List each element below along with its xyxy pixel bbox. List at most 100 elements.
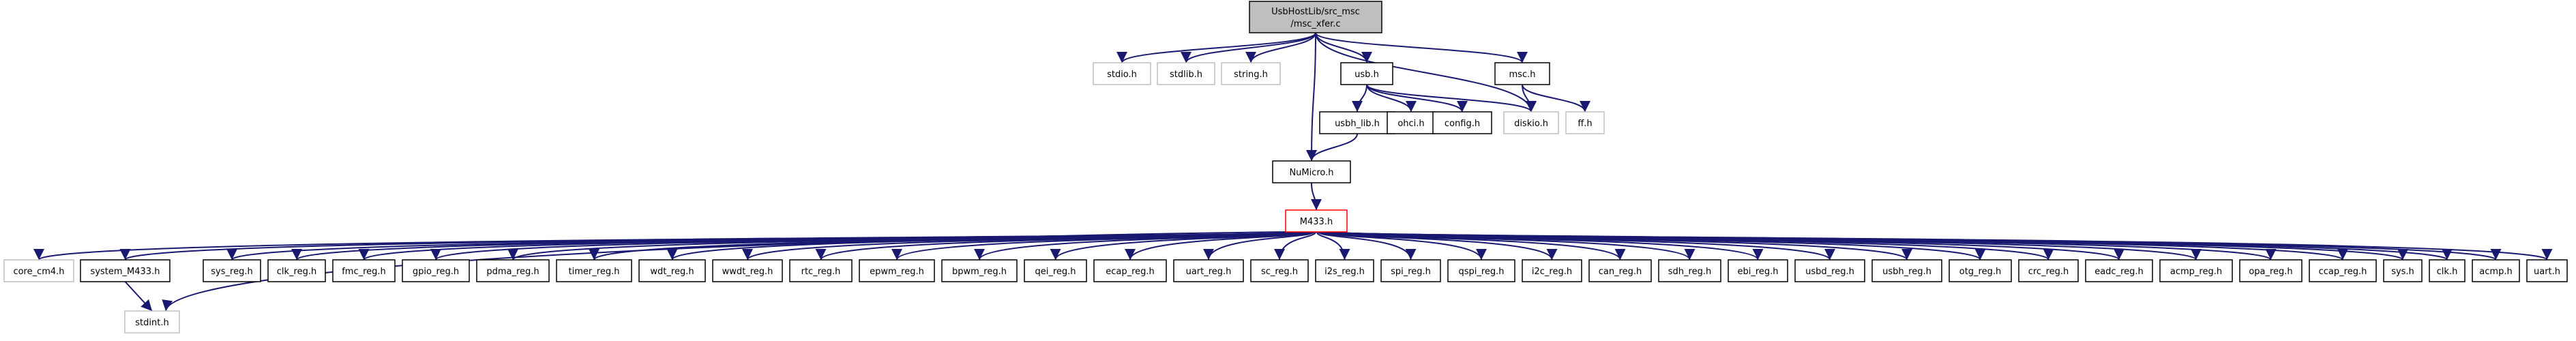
- node-usbh-reg[interactable]: usbh_reg.h: [1871, 259, 1942, 282]
- node-label: usbd_reg.h: [1805, 267, 1854, 277]
- edge-m433-to-uart_reg: [1203, 231, 1315, 261]
- node-label: ccap_reg.h: [2319, 267, 2367, 277]
- node-label: acmp.h: [2479, 267, 2512, 277]
- node-msc[interactable]: msc.h: [1494, 62, 1550, 85]
- edge-root-to-msc: [1315, 32, 1528, 63]
- node-crc-reg[interactable]: crc_reg.h: [2018, 259, 2079, 282]
- node-usbd-reg[interactable]: usbd_reg.h: [1794, 259, 1865, 282]
- node-can-reg[interactable]: can_reg.h: [1588, 259, 1652, 282]
- node-label: stdio.h: [1107, 70, 1137, 80]
- node-label: ebi_reg.h: [1737, 267, 1778, 277]
- node-m433[interactable]: M433.h: [1285, 209, 1348, 233]
- node-label: rtc_reg.h: [801, 267, 841, 277]
- node-label: clk.h: [2437, 267, 2458, 277]
- node-clk[interactable]: clk.h: [2429, 259, 2466, 282]
- node-fmc-reg[interactable]: fmc_reg.h: [332, 259, 396, 282]
- node-root-file[interactable]: UsbHostLib/src_msc/msc_xfer.c: [1249, 1, 1382, 33]
- edges-layer: [33, 32, 2552, 312]
- node-label: uart_reg.h: [1186, 267, 1232, 277]
- node-ecap-reg[interactable]: ecap_reg.h: [1093, 259, 1167, 282]
- node-uart[interactable]: uart.h: [2526, 259, 2568, 282]
- nodes-layer: UsbHostLib/src_msc/msc_xfer.c stdio.h stdl…: [3, 1, 2568, 333]
- node-label: can_reg.h: [1599, 267, 1642, 277]
- node-eadc-reg[interactable]: eadc_reg.h: [2085, 259, 2153, 282]
- node-label: pdma_reg.h: [486, 267, 539, 277]
- node-label: gpio_reg.h: [413, 267, 459, 277]
- edge-root-to-stdio: [1116, 32, 1316, 63]
- node-label: usbh_lib.h: [1335, 119, 1380, 129]
- node-qei-reg[interactable]: qei_reg.h: [1024, 259, 1087, 282]
- node-label: ecap_reg.h: [1106, 267, 1155, 277]
- node-system-m433[interactable]: system_M433.h: [80, 259, 171, 282]
- edge-system_m433-to-stdint: [124, 281, 153, 312]
- node-gpio-reg[interactable]: gpio_reg.h: [402, 259, 470, 282]
- node-label: config.h: [1445, 119, 1480, 129]
- node-spi-reg[interactable]: spi_reg.h: [1380, 259, 1441, 282]
- node-otg-reg[interactable]: otg_reg.h: [1949, 259, 2012, 282]
- node-label: diskio.h: [1514, 119, 1548, 129]
- node-label: NuMicro.h: [1289, 168, 1333, 178]
- node-sc-reg[interactable]: sc_reg.h: [1250, 259, 1309, 282]
- node-i2c-reg[interactable]: i2c_reg.h: [1522, 259, 1582, 282]
- node-acmp[interactable]: acmp.h: [2472, 259, 2520, 282]
- node-label: timer_reg.h: [569, 267, 620, 277]
- edge-root-to-diskio: [1315, 32, 1537, 113]
- edge-root-to-stdlib: [1181, 32, 1316, 63]
- node-label: fmc_reg.h: [342, 267, 386, 277]
- edge-root-to-usb: [1315, 32, 1372, 63]
- edge-usb-to-diskio: [1366, 84, 1537, 113]
- node-stdlib: stdlib.h: [1157, 62, 1215, 85]
- node-acmp-reg[interactable]: acmp_reg.h: [2159, 259, 2233, 282]
- node-bpwm-reg[interactable]: bpwm_reg.h: [941, 259, 1018, 282]
- node-ohci[interactable]: ohci.h: [1387, 111, 1436, 134]
- node-label: eadc_reg.h: [2094, 267, 2144, 277]
- edge-msc-to-ff: [1522, 84, 1590, 113]
- node-label: string.h: [1234, 70, 1268, 80]
- edge-m433-to-spi_reg: [1317, 231, 1417, 261]
- node-label: qei_reg.h: [1035, 267, 1076, 277]
- node-stdio: stdio.h: [1093, 62, 1151, 85]
- node-wdt-reg[interactable]: wdt_reg.h: [638, 259, 706, 282]
- node-sys-reg[interactable]: sys_reg.h: [203, 259, 261, 282]
- node-rtc-reg[interactable]: rtc_reg.h: [789, 259, 853, 282]
- node-label: uart.h: [2534, 267, 2560, 277]
- node-usbh-lib[interactable]: usbh_lib.h: [1319, 111, 1395, 134]
- node-string: string.h: [1221, 62, 1281, 85]
- node-label: usbh_reg.h: [1882, 267, 1931, 277]
- node-timer-reg[interactable]: timer_reg.h: [556, 259, 632, 282]
- node-label: i2c_reg.h: [1532, 267, 1572, 277]
- node-label: wwdt_reg.h: [722, 267, 773, 277]
- node-wwdt-reg[interactable]: wwdt_reg.h: [712, 259, 783, 282]
- node-label: bpwm_reg.h: [952, 267, 1007, 277]
- node-opa-reg[interactable]: opa_reg.h: [2239, 259, 2303, 282]
- node-sdh-reg[interactable]: sdh_reg.h: [1658, 259, 1721, 282]
- node-core-cm4: core_cm4.h: [3, 259, 74, 282]
- node-label: i2s_reg.h: [1324, 267, 1365, 277]
- edge-usb-to-ohci: [1366, 84, 1417, 113]
- root-label-line2: /msc_xfer.c: [1290, 19, 1340, 29]
- node-sys[interactable]: sys.h: [2383, 259, 2423, 282]
- node-ccap-reg[interactable]: ccap_reg.h: [2309, 259, 2377, 282]
- node-pdma-reg[interactable]: pdma_reg.h: [476, 259, 550, 282]
- node-ff: ff.h: [1565, 111, 1605, 134]
- edge-m433-to-uart: [1340, 231, 2552, 261]
- edge-m433-to-ecap_reg: [1125, 231, 1314, 261]
- node-i2s-reg[interactable]: i2s_reg.h: [1315, 259, 1374, 282]
- node-qspi-reg[interactable]: qspi_reg.h: [1447, 259, 1515, 282]
- edge-root-to-string: [1245, 32, 1316, 63]
- node-label: crc_reg.h: [2028, 267, 2069, 277]
- node-clk-reg[interactable]: clk_reg.h: [267, 259, 326, 282]
- node-numicro[interactable]: NuMicro.h: [1272, 160, 1351, 183]
- node-ebi-reg[interactable]: ebi_reg.h: [1728, 259, 1788, 282]
- node-uart-reg[interactable]: uart_reg.h: [1173, 259, 1244, 282]
- edge-numicro-to-m433: [1310, 182, 1322, 211]
- edge-msc-to-diskio: [1522, 84, 1537, 113]
- node-epwm-reg[interactable]: epwm_reg.h: [859, 259, 935, 282]
- node-label: wdt_reg.h: [650, 267, 694, 277]
- node-config[interactable]: config.h: [1432, 111, 1492, 134]
- node-label: M433.h: [1300, 217, 1333, 227]
- node-usb[interactable]: usb.h: [1340, 62, 1393, 85]
- node-label: spi_reg.h: [1391, 267, 1431, 277]
- node-label: sys_reg.h: [211, 267, 252, 277]
